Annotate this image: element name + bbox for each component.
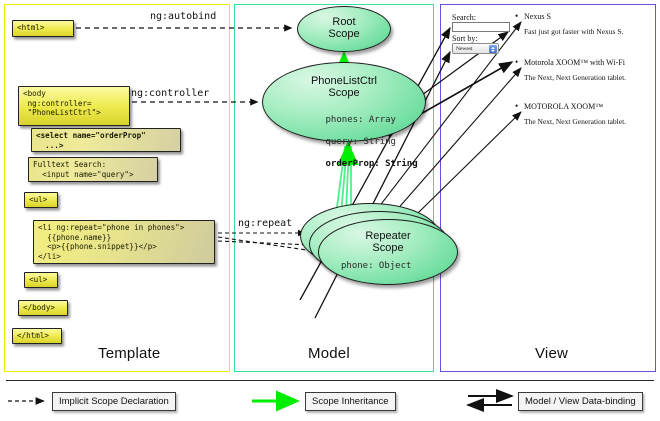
sort-by-selected-value: Newest xyxy=(456,45,473,52)
code-box-ul-open[interactable]: <ul> xyxy=(24,192,58,208)
label-ng-controller: ng:controller xyxy=(131,88,210,99)
scope-repeater-title: Repeater Scope xyxy=(365,230,411,255)
search-label: Search: xyxy=(452,13,476,22)
code-box-li-ngrepeat[interactable]: <li ng:repeat="phone in phones"> {{phone… xyxy=(33,220,215,264)
legend-scope-inheritance: Scope Inheritance xyxy=(305,392,396,411)
column-label-model: Model xyxy=(308,345,350,362)
legend-implicit-scope-declaration: Implicit Scope Declaration xyxy=(52,392,176,411)
phone-list-item: MOTOROLA XOOM™ The Next, Next Generation… xyxy=(515,101,654,126)
sort-by-select[interactable]: Newest xyxy=(452,43,499,54)
phone-snippet: The Next, Next Generation tablet. xyxy=(524,117,627,126)
code-box-select[interactable]: <select name="orderProp" ...> xyxy=(31,128,181,152)
label-ng-autobind: ng:autobind xyxy=(150,11,217,22)
scope-phonelistctrl-props: phones: Array query: String orderProp: S… xyxy=(325,115,418,169)
scope-repeater-props: phone: Object xyxy=(341,260,412,271)
legend-model-view-databinding: Model / View Data-binding xyxy=(518,392,643,411)
column-label-view: View xyxy=(535,345,569,362)
phone-snippet: Fast just got faster with Nexus S. xyxy=(524,27,624,36)
column-label-template: Template xyxy=(98,345,161,362)
legend-double-arrow xyxy=(466,389,514,412)
code-box-html-close[interactable]: </html> xyxy=(12,328,62,344)
label-ng-repeat: ng:repeat xyxy=(238,218,293,229)
code-box-ul-close[interactable]: <ul> xyxy=(24,272,58,288)
model-column-panel xyxy=(234,4,434,372)
template-column-panel xyxy=(4,4,230,372)
phone-name: MOTOROLA XOOM™ xyxy=(515,101,654,111)
scope-root[interactable]: Root Scope xyxy=(297,6,391,52)
phone-snippet: The Next, Next Generation tablet. xyxy=(524,73,627,82)
code-box-fulltext-search[interactable]: Fulltext Search: <input name="query"> xyxy=(28,157,158,182)
phone-name: Nexus S xyxy=(515,11,654,21)
phone-list-item: Motorola XOOM™ with Wi-Fi The Next, Next… xyxy=(515,57,654,82)
scope-root-title: Root Scope xyxy=(328,16,360,41)
legend-divider xyxy=(6,380,654,381)
code-box-html-open[interactable]: <html> xyxy=(12,20,74,37)
scope-phonelistctrl[interactable]: PhoneListCtrl Scope phones: Array query:… xyxy=(262,62,426,169)
scope-repeater[interactable]: Repeater Scope phone: Object xyxy=(318,219,458,285)
scope-phonelistctrl-title: PhoneListCtrl Scope xyxy=(310,75,378,100)
code-box-body-open[interactable]: <body ng:controller= "PhoneListCtrl"> xyxy=(18,86,130,126)
sort-by-label: Sort by: xyxy=(452,34,478,43)
search-input[interactable] xyxy=(452,22,510,32)
code-box-body-close[interactable]: </body> xyxy=(18,300,68,316)
phone-list-item: Nexus S Fast just got faster with Nexus … xyxy=(515,11,654,36)
chevron-updown-icon xyxy=(489,45,497,53)
phone-name: Motorola XOOM™ with Wi-Fi xyxy=(515,57,654,67)
